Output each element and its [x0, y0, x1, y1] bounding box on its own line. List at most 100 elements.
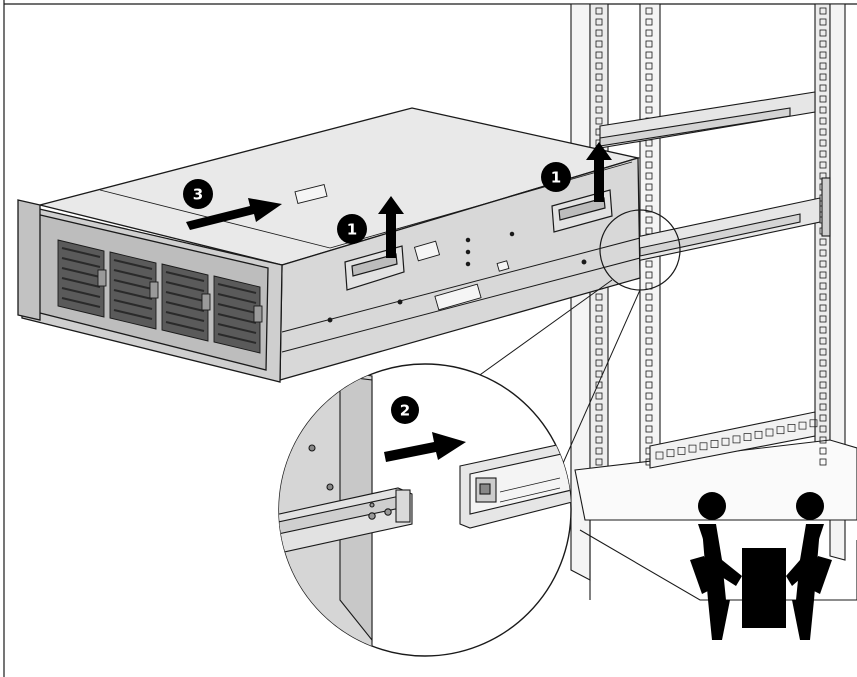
rack-hole [595, 458, 603, 466]
rack-hole [819, 403, 827, 411]
rack-hole [595, 403, 603, 411]
shelf-slot [688, 444, 697, 453]
rack-hole [645, 403, 653, 411]
rack-hole [645, 18, 653, 26]
rack-hole [595, 51, 603, 59]
shelf-slot [721, 437, 730, 446]
rack-hole [595, 62, 603, 70]
step-3-badge [183, 179, 213, 209]
rack-hole [595, 106, 603, 114]
rack-hole [595, 73, 603, 81]
rack-hole [595, 348, 603, 356]
rack-hole [595, 337, 603, 345]
step-1-badge [541, 162, 571, 192]
shelf-slot [699, 442, 708, 451]
rack-hole [645, 161, 653, 169]
step-1-marker-rear: 1 [541, 142, 612, 202]
rack-hole [595, 304, 603, 312]
shelf-slot [743, 433, 752, 441]
rack-hole [819, 73, 827, 81]
step-3-marker: 3 [183, 179, 282, 230]
rack-cabinet [570, 3, 857, 601]
rack-hole [819, 29, 827, 37]
rack-hole [595, 447, 603, 455]
rack-hole [819, 370, 827, 378]
fan-module [213, 275, 263, 354]
shelf-slot [710, 440, 719, 448]
rack-hole [819, 282, 827, 290]
rack-hole [819, 348, 827, 356]
rack-hole [645, 337, 653, 345]
rack-hole [595, 359, 603, 367]
rack-hole [819, 304, 827, 312]
rack-hole [819, 260, 827, 268]
rack-hole [645, 216, 653, 224]
fan-module [161, 263, 211, 342]
rack-hole [645, 381, 653, 389]
rack-hole [819, 139, 827, 147]
rack-hole [645, 73, 653, 81]
rack-hole [595, 392, 603, 400]
rack-hole [645, 95, 653, 103]
rack-holes [595, 7, 827, 466]
rack-hole [819, 84, 827, 92]
rack-hole [645, 348, 653, 356]
rack-hole [819, 392, 827, 400]
rack-hole [595, 370, 603, 378]
rack-rails [599, 91, 831, 469]
rack-hole [645, 436, 653, 444]
rack-hole [819, 128, 827, 136]
rack-hole [645, 150, 653, 158]
step-2-marker: 2 [384, 396, 466, 462]
rack-hole [645, 392, 653, 400]
server-chassis [17, 107, 641, 383]
fan-module [109, 251, 159, 330]
shelf-slot [655, 451, 664, 460]
rack-hole [645, 260, 653, 268]
rack-hole [819, 337, 827, 345]
shelf-slot [765, 428, 774, 437]
figure-frame [3, 0, 857, 677]
rack-hole [819, 106, 827, 114]
rack-hole [645, 315, 653, 323]
shelf-slot [809, 419, 818, 428]
rack-hole [645, 62, 653, 70]
rack-hole [645, 51, 653, 59]
rack-hole [595, 95, 603, 103]
lift-arrow-icon [586, 142, 612, 202]
shelf-slot [798, 421, 807, 430]
rack-hole [595, 40, 603, 48]
rack-hole [819, 40, 827, 48]
rack-hole [645, 84, 653, 92]
step-1-number: 1 [551, 169, 561, 187]
rack-hole [645, 183, 653, 191]
rack-hole [645, 425, 653, 433]
step-2-badge [391, 396, 419, 424]
rack-hole [645, 370, 653, 378]
rack-hole [595, 18, 603, 26]
chassis-side-details [294, 184, 587, 323]
rack-hole [819, 447, 827, 455]
rack-hole [645, 194, 653, 202]
wire-shelf-slots [655, 419, 818, 460]
rack-hole [645, 326, 653, 334]
rack-hole [819, 326, 827, 334]
rack-hole [645, 106, 653, 114]
step-3-arrow [186, 198, 282, 230]
rack-hole [819, 7, 827, 15]
rack-hole [819, 458, 827, 466]
shelf-slot [776, 426, 785, 435]
rack-hole [595, 117, 603, 125]
rack-hole [819, 293, 827, 301]
rack-hole [819, 436, 827, 444]
insert-arrow-icon [384, 432, 466, 462]
shelf-slot [754, 430, 763, 439]
rack-hole [645, 359, 653, 367]
rack-hole [819, 51, 827, 59]
rack-hole [645, 293, 653, 301]
rack-hole [645, 205, 653, 213]
step-1-number: 1 [347, 221, 357, 239]
rack-hole [645, 414, 653, 422]
rack-hole [819, 271, 827, 279]
rack-hole [819, 381, 827, 389]
